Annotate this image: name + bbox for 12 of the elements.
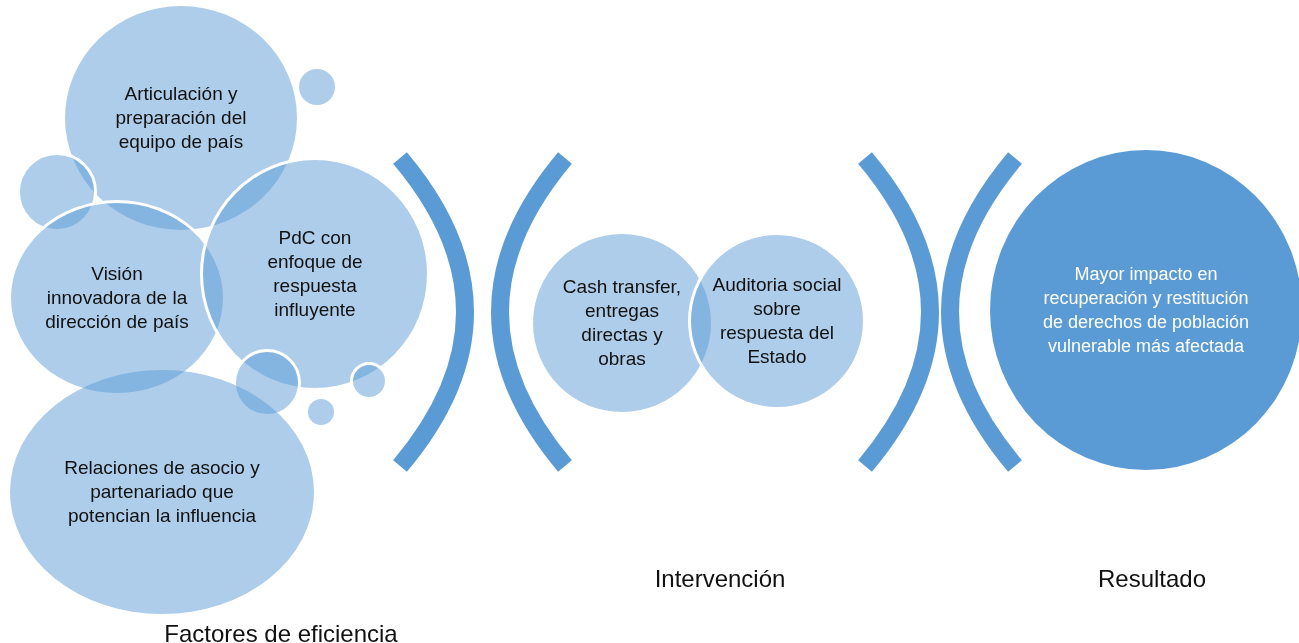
section-label: Resultado <box>1097 565 1207 593</box>
bubble-text: Relaciones de asocio y partenariado que potencian la influencia <box>63 456 261 528</box>
bubble-text: PdC con enfoque de respuesta influyente <box>266 226 364 322</box>
bubble-text: Auditoria social sobre respuesta del Estado <box>712 273 842 369</box>
bubble-text: Visión innovadora de la dirección de país <box>44 262 190 334</box>
section-label: Intervención <box>654 565 786 593</box>
bubble-circle <box>308 399 334 425</box>
bubble-circle <box>299 69 335 105</box>
section-label: Factores de eficiencia <box>164 620 398 643</box>
bubble-text: Cash transfer, entregas directas y obras <box>562 275 682 371</box>
bubble-text: Mayor impacto en recuperación y restitución de derechos de población vulnerable más afectada <box>1041 263 1251 358</box>
bubble-text: Articulación y preparación del equipo de país <box>114 82 248 154</box>
